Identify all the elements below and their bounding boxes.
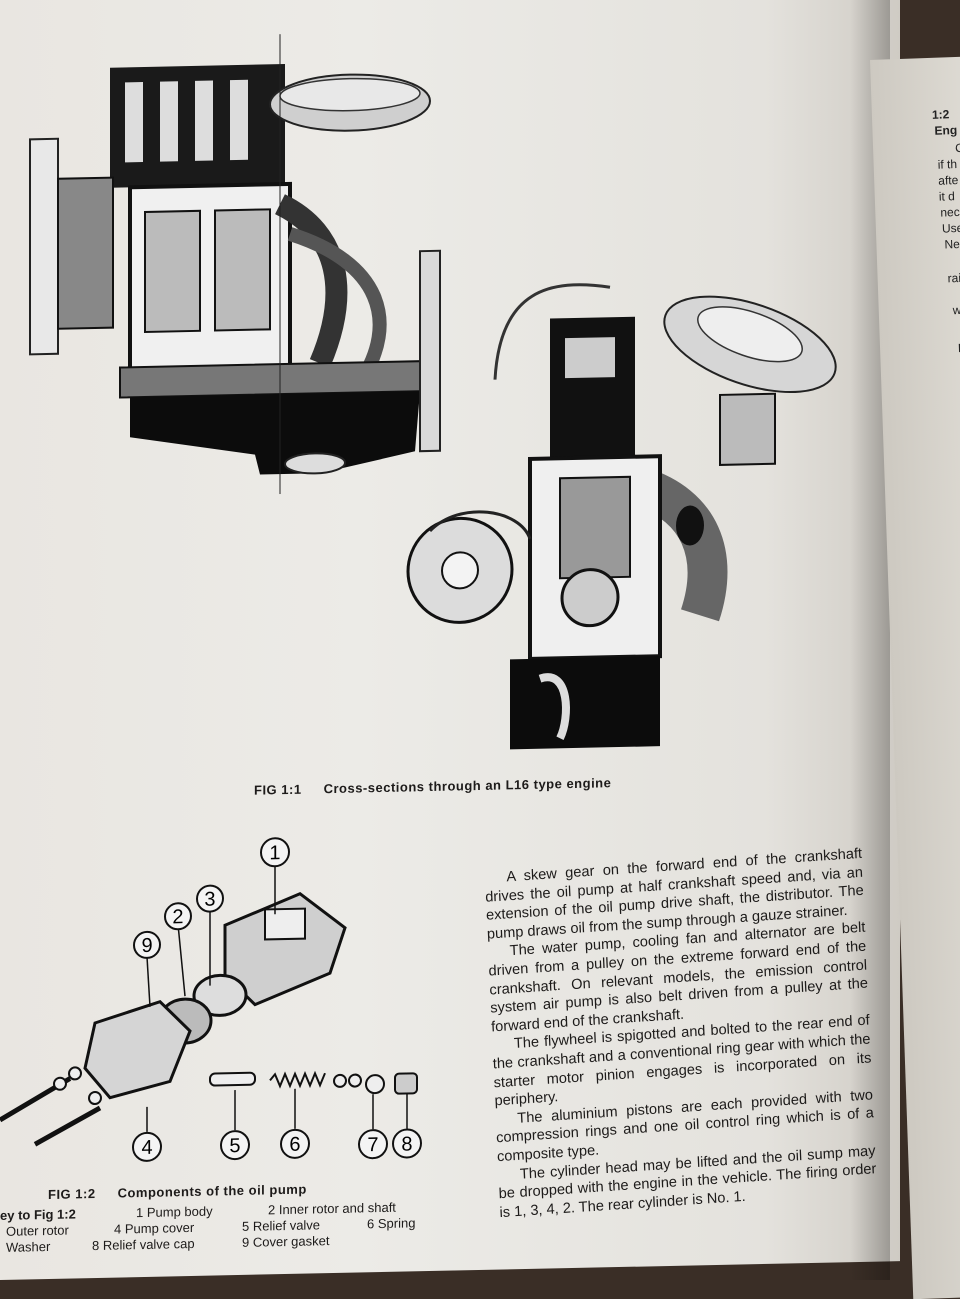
callout-9: 9 bbox=[141, 935, 152, 957]
callout-5: 5 bbox=[229, 1135, 240, 1157]
key-item-5: 5 Relief valve bbox=[242, 1217, 321, 1234]
engine-end-section-illustration bbox=[406, 283, 837, 750]
fig2-caption-text: Components of the oil pump bbox=[117, 1181, 307, 1201]
callout-1: 1 bbox=[269, 842, 280, 864]
right-page-fragment: 1:2 bbox=[931, 107, 950, 122]
fig2-label: FIG 1:2 bbox=[48, 1185, 96, 1202]
right-page-fragment: rais bbox=[947, 270, 960, 286]
callout-7: 7 bbox=[367, 1134, 378, 1156]
right-page-fragment: nec bbox=[940, 204, 960, 220]
callout-8: 8 bbox=[401, 1133, 412, 1155]
callout-6: 6 bbox=[289, 1134, 300, 1156]
right-page-fragment: Eng bbox=[934, 123, 958, 138]
body-text-column: A skew gear on the forward end of the cr… bbox=[484, 845, 878, 1223]
key-item-7: Washer bbox=[6, 1238, 51, 1255]
key-item-9: 9 Cover gasket bbox=[242, 1233, 330, 1250]
right-page-fragment: wh bbox=[952, 302, 960, 318]
fig2-caption: FIG 1:2 Components of the oil pump bbox=[48, 1181, 329, 1202]
callout-2: 2 bbox=[172, 906, 183, 928]
right-page-fragment: C bbox=[954, 140, 960, 156]
right-page-fragment: afte bbox=[938, 172, 959, 188]
key-item-8: 8 Relief valve cap bbox=[92, 1235, 195, 1254]
right-page-fragment: Ne bbox=[944, 236, 960, 252]
right-page-fragment: Use bbox=[941, 220, 960, 236]
right-page-fragment: it d bbox=[938, 189, 956, 204]
fig1-label: FIG 1:1 bbox=[254, 781, 302, 798]
right-page-fragment: if th bbox=[937, 157, 958, 172]
key-item-6: 6 Spring bbox=[367, 1215, 416, 1232]
book-page-left: FIG 1:1 Cross-sections through an L16 typ… bbox=[0, 0, 900, 1280]
callout-4: 4 bbox=[141, 1137, 152, 1159]
fig1-caption-text: Cross-sections through an L16 type engin… bbox=[323, 775, 612, 797]
fig1-caption: FIG 1:1 Cross-sections through an L16 typ… bbox=[254, 775, 633, 798]
callout-3: 3 bbox=[204, 888, 215, 910]
engine-side-section-illustration bbox=[29, 34, 441, 495]
oil-pump-exploded-illustration: 1 2 3 9 4 5 6 7 8 bbox=[0, 837, 422, 1162]
